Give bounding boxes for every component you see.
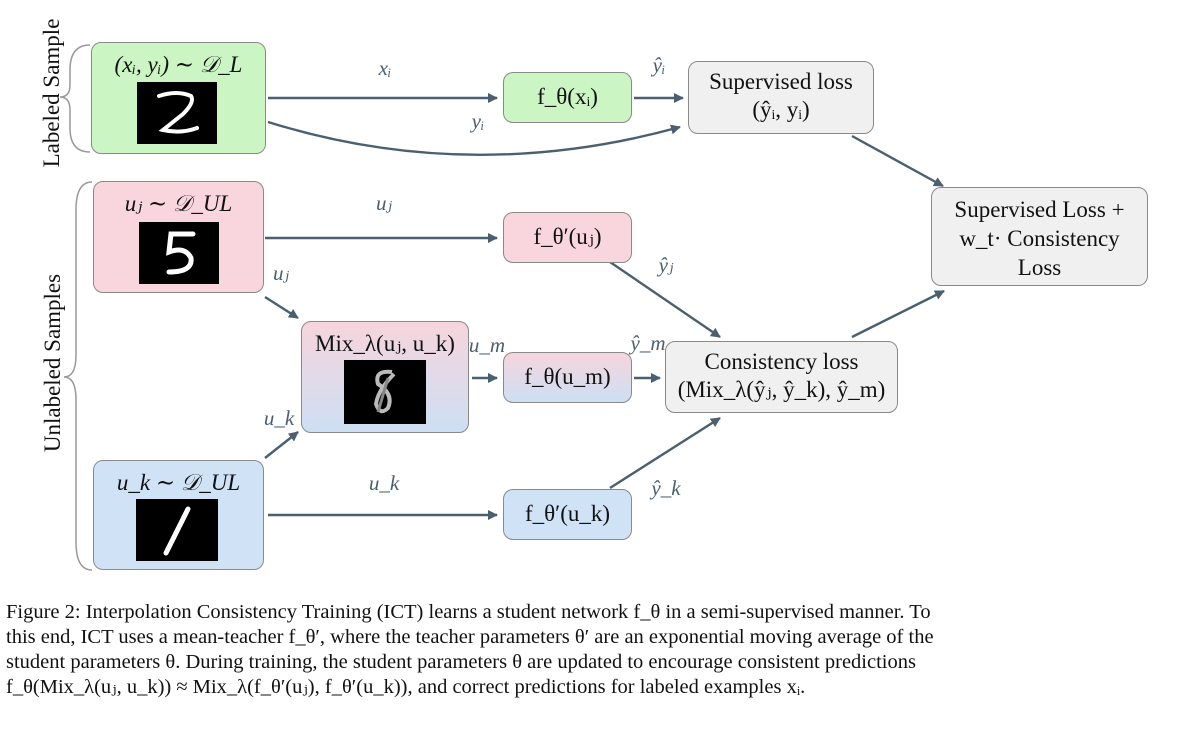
total-loss-line2: w_t· Consistency bbox=[959, 226, 1120, 251]
student-um-label: f_θ(u_m) bbox=[524, 364, 611, 389]
edge-yi bbox=[267, 120, 681, 157]
labeled-sample-label: Labeled Sample bbox=[39, 18, 64, 168]
teacher-uj-label: f_θ′(uⱼ) bbox=[533, 224, 602, 249]
student-um-box: f_θ(u_m) bbox=[503, 352, 632, 403]
edge-label-uj-top: uⱼ bbox=[376, 191, 393, 215]
unlabeled-j-box: uⱼ ∼ 𝒟_UL bbox=[93, 181, 264, 293]
caption-line-1: Figure 2: Interpolation Consistency Trai… bbox=[6, 601, 931, 623]
labeled-input-label: (xᵢ, yᵢ) ∼ 𝒟_L bbox=[114, 52, 243, 77]
consistency-loss-args: (Mix_λ(ŷⱼ, ŷ_k), ŷ_m) bbox=[677, 377, 886, 402]
unlabeled-brace bbox=[63, 181, 93, 571]
teacher-uk-box: f_θ′(u_k) bbox=[503, 489, 632, 540]
student-xi-label: f_θ(xᵢ) bbox=[537, 84, 598, 109]
edge-label-xi: xᵢ bbox=[378, 56, 392, 80]
caption-line-3: student parameters θ. During training, t… bbox=[6, 651, 916, 673]
student-xi-box: f_θ(xᵢ) bbox=[503, 72, 632, 123]
edge-supervised-to-total bbox=[851, 134, 944, 188]
caption-line-2: this end, ICT uses a mean-teacher f_θ′, … bbox=[6, 626, 934, 648]
total-loss-line1: Supervised Loss + bbox=[954, 197, 1125, 222]
mix-box: Mix_λ(uⱼ, u_k) bbox=[301, 321, 469, 433]
mix-label: Mix_λ(uⱼ, u_k) bbox=[315, 331, 455, 356]
unlabeled-j-label: uⱼ ∼ 𝒟_UL bbox=[124, 191, 233, 216]
edge-label-yhat-k: ŷ_k bbox=[649, 476, 681, 500]
edge-label-yi: yᵢ bbox=[470, 109, 485, 133]
edge-label-um: u_m bbox=[469, 333, 505, 357]
total-loss-line3: Loss bbox=[1017, 255, 1062, 280]
total-loss-box: Supervised Loss + w_t· Consistency Loss bbox=[931, 187, 1148, 286]
digit-mix-image bbox=[344, 360, 426, 424]
edge-label-uk-diag: u_k bbox=[264, 406, 295, 430]
edge-label-yhat-i: ŷᵢ bbox=[651, 53, 666, 77]
edge-uj-to-mix bbox=[264, 295, 299, 320]
labeled-brace bbox=[59, 44, 91, 153]
edge-consistency-to-total bbox=[851, 289, 945, 339]
digit-5-image bbox=[139, 222, 219, 284]
ict-diagram: xᵢ yᵢ ŷᵢ uⱼ uⱼ ŷⱼ u_m ŷ_m u_k u_k ŷ_k La… bbox=[39, 18, 1148, 571]
labeled-input-box: (xᵢ, yᵢ) ∼ 𝒟_L bbox=[91, 42, 266, 154]
consistency-loss-box: Consistency loss (Mix_λ(ŷⱼ, ŷ_k), ŷ_m) bbox=[665, 341, 898, 413]
supervised-loss-title: Supervised loss bbox=[709, 69, 853, 94]
consistency-loss-title: Consistency loss bbox=[704, 349, 859, 374]
edge-label-uj-diag: uⱼ bbox=[273, 261, 290, 285]
teacher-uj-box: f_θ′(uⱼ) bbox=[503, 212, 632, 263]
digit-1-image bbox=[136, 499, 218, 561]
unlabeled-k-box: u_k ∼ 𝒟_UL bbox=[93, 460, 264, 570]
caption-line-4: f_θ(Mix_λ(uⱼ, u_k)) ≈ Mix_λ(f_θ′(uⱼ), f_… bbox=[6, 676, 806, 698]
supervised-loss-args: (ŷᵢ, yᵢ) bbox=[752, 97, 810, 122]
edge-label-uk-bottom: u_k bbox=[369, 471, 400, 495]
edge-uk-to-mix bbox=[264, 431, 299, 459]
figure-caption: Figure 2: Interpolation Consistency Trai… bbox=[6, 600, 1191, 700]
unlabeled-k-label: u_k ∼ 𝒟_UL bbox=[116, 470, 241, 495]
supervised-loss-box: Supervised loss (ŷᵢ, yᵢ) bbox=[688, 61, 874, 134]
edge-label-yhat-m: ŷ_m bbox=[629, 331, 666, 355]
unlabeled-samples-label: Unlabeled Samples bbox=[40, 273, 65, 453]
digit-2-image bbox=[137, 82, 217, 144]
edge-yhat-j bbox=[609, 261, 721, 338]
edge-yhat-k bbox=[609, 416, 721, 490]
teacher-uk-label: f_θ′(u_k) bbox=[524, 501, 611, 526]
arrow-layer: xᵢ yᵢ ŷᵢ uⱼ uⱼ ŷⱼ u_m ŷ_m u_k u_k ŷ_k bbox=[59, 44, 945, 571]
edge-label-yhat-j: ŷⱼ bbox=[657, 253, 674, 277]
